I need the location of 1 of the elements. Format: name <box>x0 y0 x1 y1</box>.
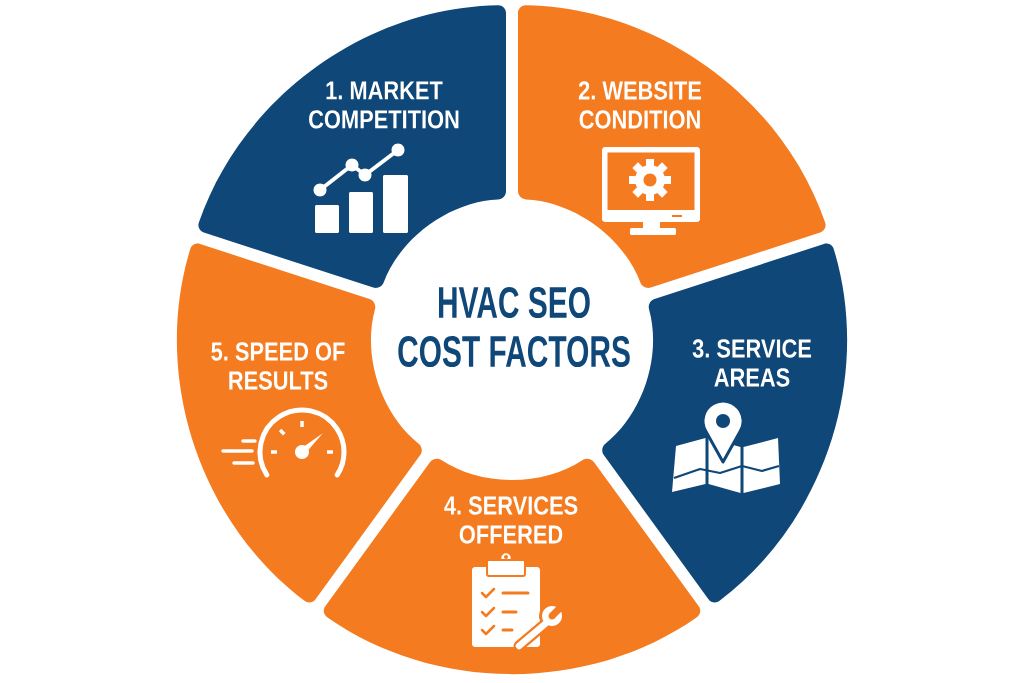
node-label: 4. SERVICES OFFERED <box>444 496 578 544</box>
